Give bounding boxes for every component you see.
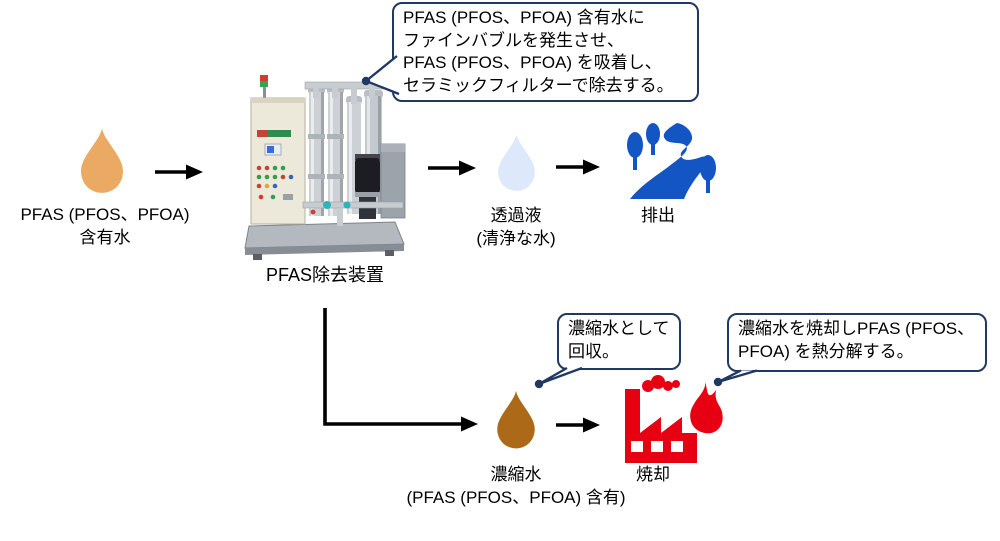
permeate-label-line2: (清浄な水): [476, 229, 556, 248]
permeate-droplet-icon: [498, 134, 535, 191]
control-cabinet: [250, 75, 306, 225]
river-discharge-icon: [627, 123, 716, 199]
process-callout-line1: PFAS (PFOS、PFOA) 含有水に: [403, 8, 645, 27]
source-label-line2: 含有水: [79, 228, 131, 247]
flow-arrow-permeate-to-discharge: [556, 159, 600, 175]
recovery-callout-tail: [534, 366, 583, 389]
source-label-line1: PFAS (PFOS、PFOA): [20, 205, 190, 224]
incineration-label: 焼却: [636, 465, 670, 484]
process-callout-line2: ファインバブルを発生させ、: [403, 30, 624, 50]
concentrate-label-line1: 濃縮水: [490, 465, 542, 484]
source-label: PFAS (PFOS、PFOA) 含有水: [5, 203, 205, 249]
discharge-label: 排出: [641, 206, 675, 225]
pfas-removal-unit-illustration: [244, 72, 406, 260]
permeate-label: 透過液 (清浄な水): [431, 204, 601, 250]
lower-piping: [302, 201, 404, 226]
machine-label: PFAS除去装置: [265, 265, 385, 285]
recovery-callout: 濃縮水として 回収。: [557, 313, 681, 370]
recovery-callout-line2: 回収。: [568, 341, 619, 361]
base-frame: [244, 221, 405, 260]
incineration-callout-line2: PFOA) を熱分解する。: [738, 341, 914, 361]
recovery-callout-line1: 濃縮水として: [568, 319, 670, 338]
incineration-callout: 濃縮水を焼却しPFAS (PFOS、 PFOA) を熱分解する。: [727, 313, 987, 372]
source-droplet-icon: [81, 128, 123, 193]
process-callout-line3: PFAS (PFOS、PFOA) を吸着し、: [403, 53, 662, 72]
elbow-connector-machine-to-concentrate: [323, 308, 478, 432]
concentrate-label-line2: (PFAS (PFOS、PFOA) 含有): [406, 488, 626, 507]
process-callout: PFAS (PFOS、PFOA) 含有水に ファインバブルを発生させ、 PFAS…: [392, 2, 699, 102]
concentrate-label: 濃縮水 (PFAS (PFOS、PFOA) 含有): [366, 463, 666, 509]
incineration-callout-line1: 濃縮水を焼却しPFAS (PFOS、: [738, 319, 975, 338]
concentrate-droplet-icon: [497, 390, 535, 449]
incineration-factory-icon: [625, 375, 723, 463]
process-callout-line4: セラミックフィルターで除去する。: [403, 75, 674, 95]
flow-arrow-source-to-machine: [155, 164, 203, 180]
flow-arrow-machine-to-permeate: [428, 160, 476, 176]
permeate-label-line1: 透過液: [490, 206, 542, 225]
flow-arrow-concentrate-to-incineration: [556, 417, 600, 433]
